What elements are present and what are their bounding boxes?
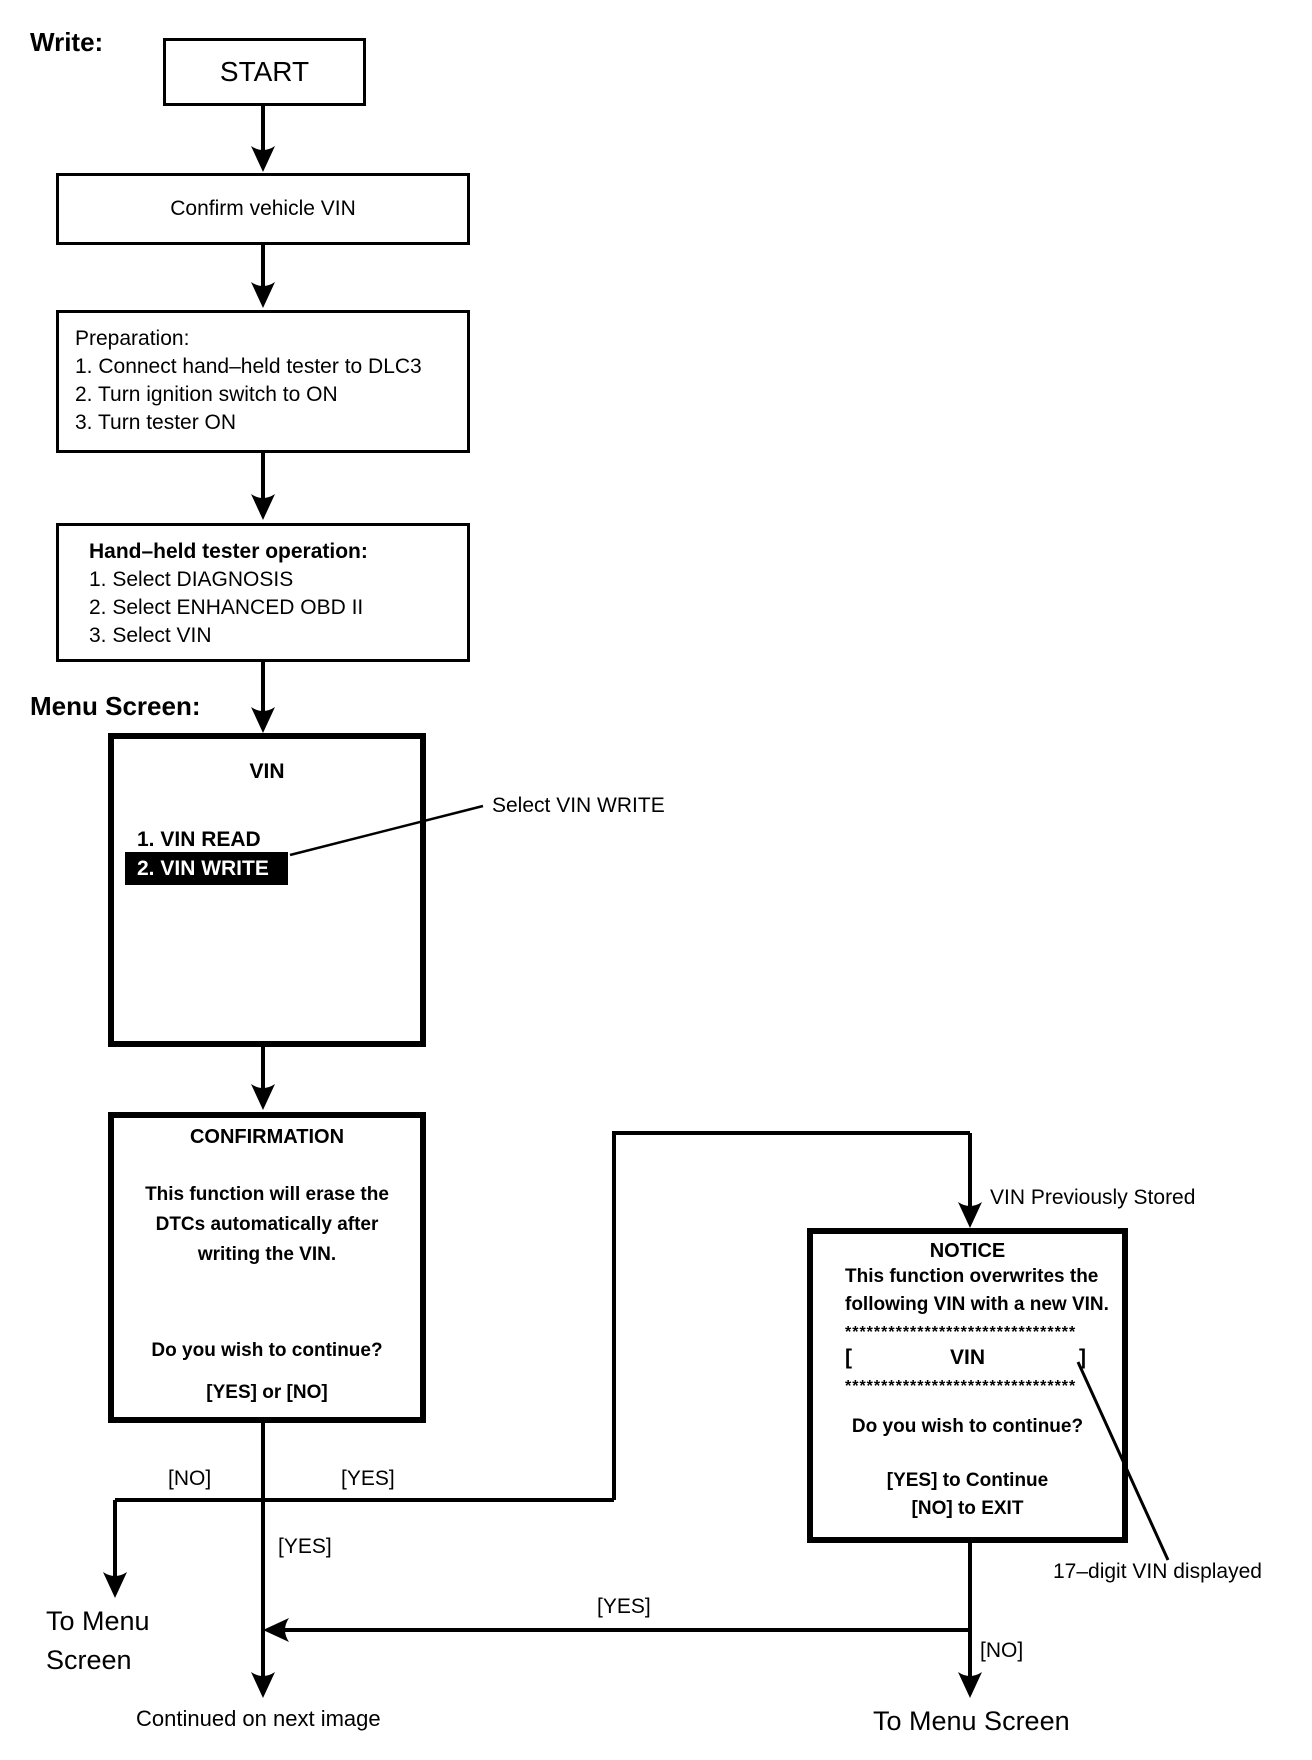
confirmation-body-line: writing the VIN. [197,1244,337,1265]
terminal-continued: Continued on next image [136,1706,381,1731]
branch-label-no: [NO] [168,1467,212,1490]
confirmation-title: CONFIRMATION [189,1126,345,1148]
confirm-vin-node: Confirm vehicle VIN [56,173,470,245]
branch-label-yes: [YES] [278,1535,332,1558]
branch-label-yes: [YES] [341,1467,395,1490]
menu-item-vin-write-highlighted: 2. VIN WRITE [125,852,288,885]
notice-stars-row: ******************************** [845,1378,1077,1395]
arrowhead-left [263,1618,289,1642]
confirmation-body-line: DTCs automatically after [155,1214,379,1235]
vin-menu-screen: VIN 1. VIN READ 2. VIN WRITE [108,733,426,1047]
confirmation-body-line: This function will erase the [145,1184,389,1205]
preparation-node: Preparation: 1. Connect hand–held tester… [56,310,470,453]
vin-previously-stored-label: VIN Previously Stored [990,1186,1196,1209]
start-label: START [219,56,310,87]
arrowhead [103,1572,127,1598]
tester-operation-step: 2. Select ENHANCED OBD II [89,596,364,619]
tester-operation-title: Hand–held tester operation: [89,540,368,563]
vin-bracket-open: [ [845,1346,852,1369]
terminal-line: To Menu [46,1606,150,1636]
line-yes-to-notice [612,1131,970,1500]
write-heading: Write: [30,27,104,57]
notice-body-line: following VIN with a new VIN. [845,1294,1109,1315]
preparation-step: 2. Turn ignition switch to ON [75,383,338,406]
menu-item-vin-read: 1. VIN READ [137,828,261,851]
confirmation-screen: CONFIRMATION This function will erase th… [108,1112,426,1423]
confirm-vin-label: Confirm vehicle VIN [170,197,356,220]
vin-digits-callout: 17–digit VIN displayed [1053,1560,1262,1583]
terminal-to-menu-screen-right: To Menu Screen [873,1706,1070,1736]
notice-screen: NOTICE This function overwrites the foll… [807,1228,1128,1543]
notice-title: NOTICE [929,1240,1006,1262]
arrowhead [251,1672,275,1698]
select-vin-write-callout: Select VIN WRITE [492,794,665,817]
vin-menu-title: VIN [249,760,285,783]
arrowhead [958,1672,982,1698]
arrowhead [251,146,275,172]
preparation-step: 1. Connect hand–held tester to DLC3 [75,355,422,378]
preparation-title: Preparation: [75,327,190,350]
preparation-step: 3. Turn tester ON [75,411,237,434]
arrowhead [251,1084,275,1110]
tester-operation-step: 3. Select VIN [89,624,212,647]
terminal-to-menu-screen-left: To Menu Screen [46,1602,150,1680]
arrowhead [251,494,275,520]
arrowhead [251,707,275,733]
terminal-line: Screen [46,1645,132,1675]
notice-body-line: This function overwrites the [845,1266,1099,1287]
tester-operation-step: 1. Select DIAGNOSIS [89,568,294,591]
notice-question: Do you wish to continue? [851,1416,1084,1437]
notice-stars-row: ******************************** [845,1324,1077,1341]
start-node: START [163,38,366,106]
branch-label-no: [NO] [980,1639,1024,1662]
vin-bracket-close: ] [1079,1346,1086,1369]
menu-screen-heading: Menu Screen: [30,691,201,721]
tester-operation-node: Hand–held tester operation: 1. Select DI… [56,523,470,662]
confirmation-question: Do you wish to continue? [151,1340,383,1361]
arrowhead [251,282,275,308]
branch-label-yes: [YES] [597,1595,651,1618]
notice-yes-option: [YES] to Continue [886,1470,1049,1491]
arrowhead [958,1202,982,1228]
notice-no-option: [NO] to EXIT [911,1498,1024,1519]
vin-field-label: VIN [949,1346,985,1369]
confirmation-options: [YES] or [NO] [206,1382,328,1403]
